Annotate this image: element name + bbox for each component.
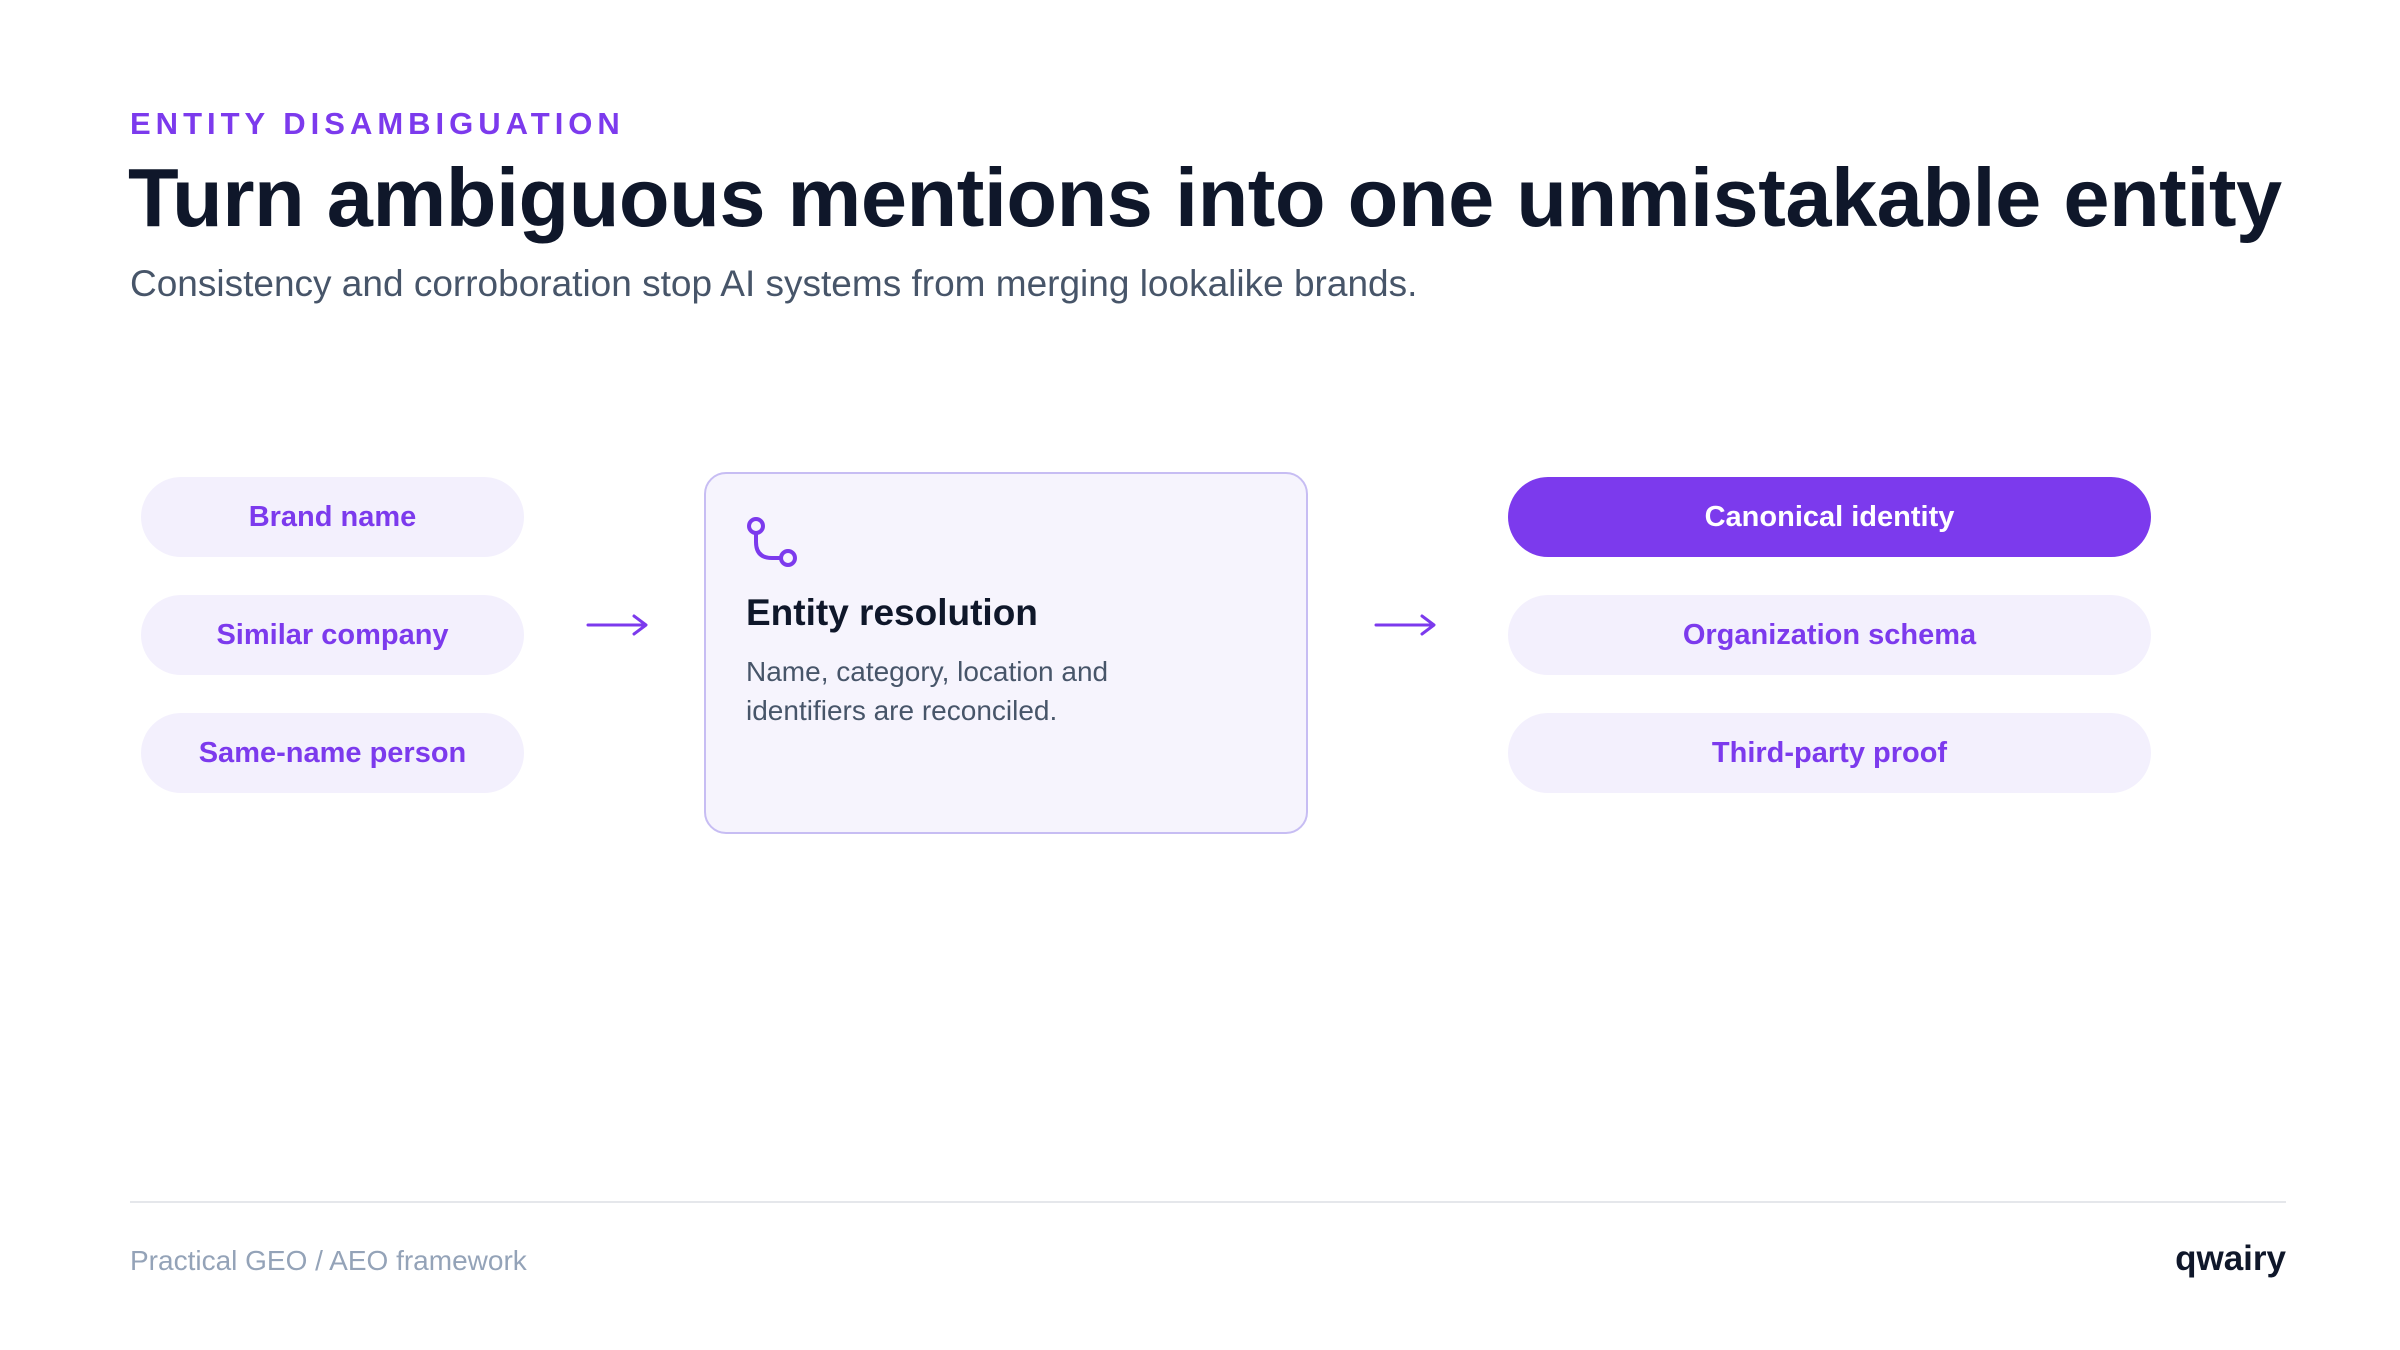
output-pill-third-party-proof: Third-party proof [1508, 713, 2151, 793]
card-description: Name, category, location and identifiers… [746, 656, 1109, 726]
input-pill-similar-company: Similar company [141, 595, 524, 675]
output-pill-canonical-identity: Canonical identity [1508, 477, 2151, 557]
arrow-right-icon [586, 614, 648, 636]
footer-divider [130, 1201, 2286, 1203]
input-pill-brand-name: Brand name [141, 477, 524, 557]
entity-resolution-card: Entity resolution Name, category, locati… [704, 472, 1308, 834]
page-title: Turn ambiguous mentions into one unmista… [128, 151, 2282, 244]
page-subtitle: Consistency and corroboration stop AI sy… [130, 263, 1418, 304]
input-pill-same-name-person: Same-name person [141, 713, 524, 793]
arrow-right-icon [1374, 614, 1436, 636]
section-eyebrow: ENTITY DISAMBIGUATION [130, 106, 625, 141]
footer-caption: Practical GEO / AEO framework [130, 1245, 527, 1276]
output-pill-organization-schema: Organization schema [1508, 595, 2151, 675]
route-icon [747, 517, 797, 567]
card-title: Entity resolution [746, 592, 1038, 633]
brand-logo: qwairy [2175, 1239, 2286, 1278]
